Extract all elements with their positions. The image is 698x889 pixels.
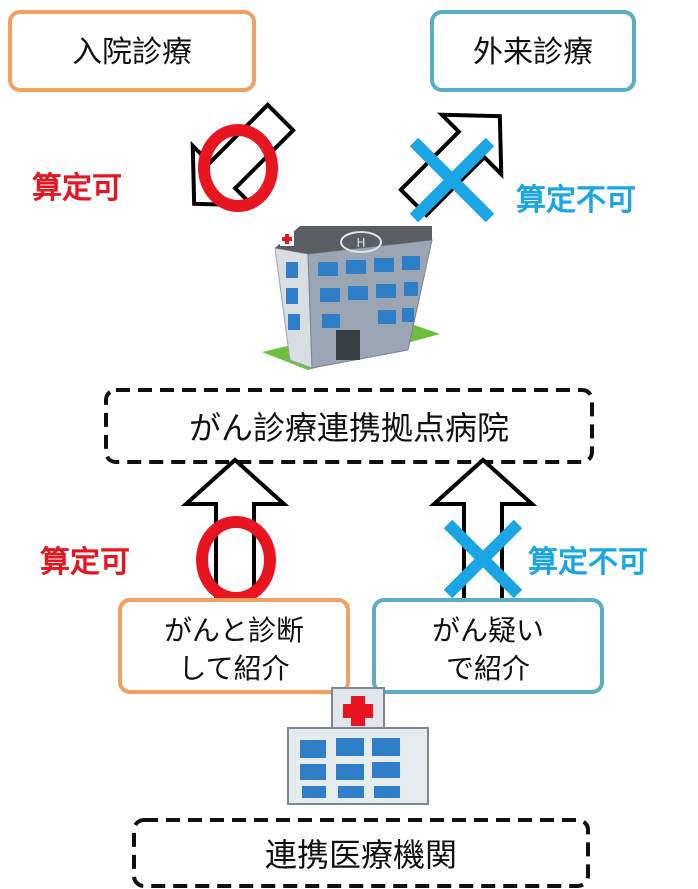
arrow-to-inpatient xyxy=(190,102,296,208)
diagnosed-line-1: がんと診断 xyxy=(164,614,304,647)
arrow-to-outpatient xyxy=(398,112,504,218)
outpatient-label: 外来診療 xyxy=(473,35,593,70)
top-ok-label: 算定可 xyxy=(32,171,122,206)
suspected-line-2: で紹介 xyxy=(446,652,530,685)
inpatient-box: 入院診療 xyxy=(8,10,256,92)
partner-label: 連携医療機関 xyxy=(265,836,457,874)
clinic-icon xyxy=(287,687,429,805)
hub-box: がん診療連携拠点病院 xyxy=(104,388,594,464)
ng-cross-icon xyxy=(409,137,495,223)
hub-label: がん診療連携拠点病院 xyxy=(189,409,509,447)
mid-ok-label: 算定可 xyxy=(40,545,130,580)
diagnosed-box: がんと診断 して紹介 xyxy=(118,598,350,694)
suspected-line-1: がん疑い xyxy=(432,614,544,647)
top-ng-label: 算定不可 xyxy=(516,183,636,218)
ok-circle-icon xyxy=(198,124,278,212)
inpatient-label: 入院診療 xyxy=(72,35,192,70)
partner-box: 連携医療機関 xyxy=(132,818,590,888)
ng-cross-icon-2 xyxy=(443,519,523,599)
svg-text:H: H xyxy=(356,236,365,250)
hospital-building-icon: H xyxy=(262,226,440,370)
suspected-box: がん疑い で紹介 xyxy=(372,598,604,694)
diagnosed-line-2: して紹介 xyxy=(178,652,289,685)
outpatient-box: 外来診療 xyxy=(430,10,636,92)
mid-ng-label: 算定不可 xyxy=(528,545,648,580)
